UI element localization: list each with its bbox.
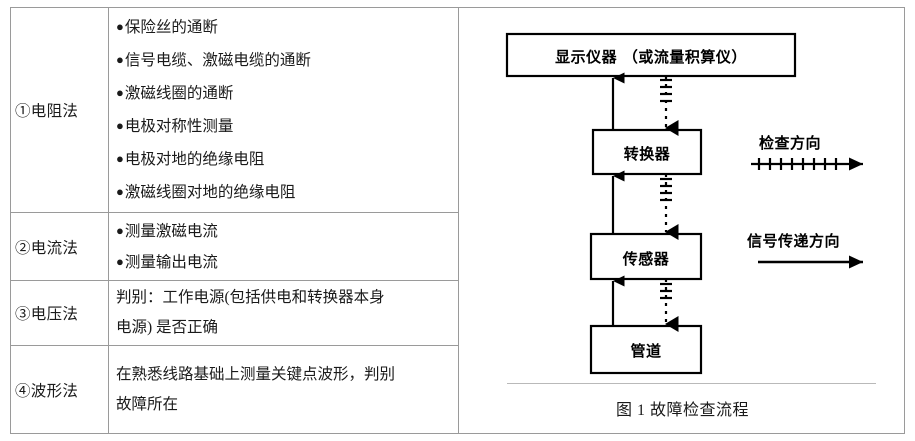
table-row: ④波形法 在熟悉线路基础上测量关键点波形，判别 故障所在 — [11, 346, 458, 433]
list-item: ● 测量输出电流 — [116, 247, 452, 278]
method-name-cell: ③电压法 — [11, 281, 109, 345]
box-label-sensor: 传感器 — [622, 250, 670, 268]
method-detail-cell: ● 测量激磁电流 ● 测量输出电流 — [109, 213, 458, 280]
paragraph-line: 电源) 是否正确 — [116, 319, 219, 336]
bullet-icon: ● — [116, 184, 124, 199]
list-item: ● 保险丝的通断 — [116, 11, 452, 44]
method-detail-cell: 判别：工作电源(包括供电和转换器本身 电源) 是否正确 — [109, 281, 458, 345]
list-item-label: 保险丝的通断 — [124, 19, 218, 36]
list-item: ● 激磁线圈的通断 — [116, 77, 452, 110]
arrow-down-converter-to-sensor — [660, 174, 679, 240]
bullet-icon: ● — [116, 85, 124, 100]
method-detail-cell: 在熟悉线路基础上测量关键点波形，判别 故障所在 — [109, 346, 458, 433]
arrow-down-display-to-converter — [660, 76, 679, 136]
list-item-label: 测量激磁电流 — [124, 222, 218, 240]
legend-label-signal-direction: 信号传递方向 — [747, 232, 841, 250]
bullet-icon: ● — [116, 253, 124, 269]
list-item-label: 测量输出电流 — [124, 253, 218, 271]
list-item-label: 信号电缆、激磁电缆的通断 — [124, 52, 311, 69]
table-row: ②电流法 ● 测量激磁电流 ● 测量输出电流 — [11, 213, 458, 281]
bullet-icon: ● — [116, 151, 124, 166]
legend-check-direction-arrow-icon — [751, 157, 863, 171]
list-item: ● 激磁线圈对地的绝缘电阻 — [116, 176, 452, 209]
box-sensor — [589, 232, 703, 281]
figure-caption: 图 1 故障检查流程 — [615, 402, 749, 419]
list-item-label: 电极对称性测量 — [124, 118, 234, 135]
fault-check-flow-diagram: 显示仪器 （或流量积算仪） 转换器 传感器 管道 检查方向 信号传递方向 图 1… — [459, 8, 906, 434]
list-item: ● 信号电缆、激磁电缆的通断 — [116, 44, 452, 77]
caption-divider — [507, 383, 876, 384]
legend-label-check-direction: 检查方向 — [759, 134, 822, 152]
method-name-cell: ②电流法 — [11, 213, 109, 280]
box-label-converter: 转换器 — [623, 145, 671, 163]
paragraph-line: 判别：工作电源(包括供电和转换器本身 — [116, 289, 385, 306]
diagram-panel: 显示仪器 （或流量积算仪） 转换器 传感器 管道 检查方向 信号传递方向 图 1… — [459, 8, 904, 433]
bullet-icon: ● — [116, 118, 124, 133]
diagram-graphics — [505, 32, 863, 375]
list-item-label: 电极对地的绝缘电阻 — [124, 151, 265, 168]
list-item: ● 电极对地的绝缘电阻 — [116, 143, 452, 176]
paragraph-line: 故障所在 — [116, 395, 179, 413]
bullet-icon: ● — [116, 19, 124, 34]
method-name-cell: ①电阻法 — [11, 8, 109, 212]
box-converter — [591, 128, 703, 176]
list-item: ● 测量激磁电流 — [116, 216, 452, 247]
method-detail-cell: ● 保险丝的通断 ● 信号电缆、激磁电缆的通断 ● 激磁线圈的通断 ● 电极对称… — [109, 8, 458, 212]
list-item-label: 激磁线圈的通断 — [124, 85, 234, 102]
paragraph-line: 在熟悉线路基础上测量关键点波形，判别 — [116, 365, 396, 383]
list-item: ● 电极对称性测量 — [116, 110, 452, 143]
table-row: ①电阻法 ● 保险丝的通断 ● 信号电缆、激磁电缆的通断 ● 激磁线圈的通断 — [11, 8, 458, 213]
bullet-icon: ● — [116, 52, 124, 67]
method-name-cell: ④波形法 — [11, 346, 109, 433]
box-display-instrument — [505, 32, 797, 78]
box-label-pipe: 管道 — [630, 342, 662, 360]
bullet-icon: ● — [116, 222, 124, 238]
table-row: ③电压法 判别：工作电源(包括供电和转换器本身 电源) 是否正确 — [11, 281, 458, 346]
arrow-down-sensor-to-pipe — [660, 279, 679, 332]
content-frame: ①电阻法 ● 保险丝的通断 ● 信号电缆、激磁电缆的通断 ● 激磁线圈的通断 — [10, 7, 905, 434]
methods-table: ①电阻法 ● 保险丝的通断 ● 信号电缆、激磁电缆的通断 ● 激磁线圈的通断 — [11, 8, 459, 433]
box-label-display-instrument: 显示仪器 （或流量积算仪） — [555, 48, 747, 66]
box-pipe — [589, 324, 703, 375]
list-item-label: 激磁线圈对地的绝缘电阻 — [124, 184, 296, 201]
